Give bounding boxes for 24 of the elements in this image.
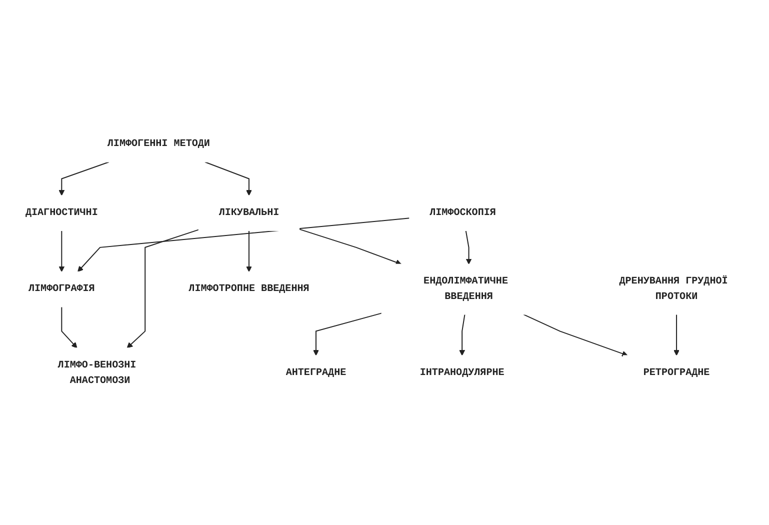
arrow [246,230,252,272]
arrow [523,314,628,356]
node-text: ДРЕНУВАННЯ ГРУДНОЇ ПРОТОКИ [619,276,728,302]
arrow [313,312,382,356]
arrow [674,314,680,356]
node-text: ЛІМФОГРАФІЯ [28,283,95,294]
node-text: ДІАГНОСТИЧНІ [25,206,98,218]
node-text: ЛІМФОТРОПНЕ ВВЕДЕННЯ [188,283,310,294]
node-text: АНТЕГРАДНЕ [286,366,346,378]
arrow [459,314,466,356]
node-text: ЛІМФОСКОПІЯ [430,206,496,218]
arrow [61,306,78,348]
node-text: ЛІМФОГЕННІ МЕТОДИ [107,138,210,150]
node-text: ЕНДОЛІМФАТИЧНЕ ВВЕДЕННЯ [424,276,508,302]
node-text: ІНТРАНОДУЛЯРНЕ [420,366,504,378]
node-text: ЛІМФО-ВЕНОЗНІ АНАСТОМОЗИ [58,359,136,386]
arrow [465,230,472,264]
arrow [58,162,110,196]
node-text: РЕТРОГРАДНЕ [643,366,710,378]
arrow [204,162,252,196]
arrow [126,229,199,348]
arrow [299,228,402,266]
arrow [58,230,65,272]
arrow [78,218,410,272]
